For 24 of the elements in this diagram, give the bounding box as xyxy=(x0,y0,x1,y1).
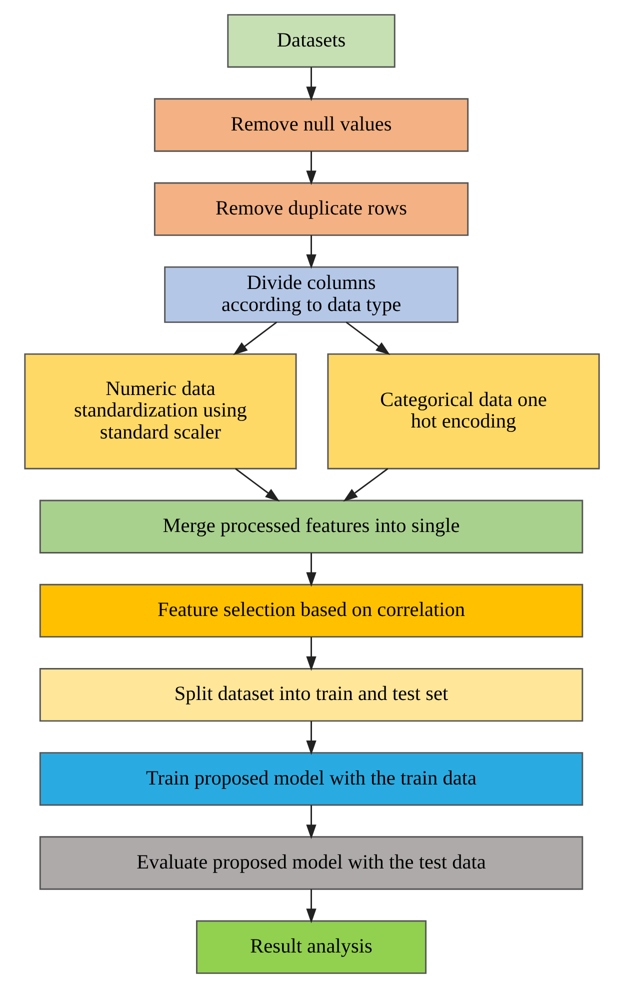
node-box: Evaluate proposed model with the test data xyxy=(38,836,583,890)
node-box: Categorical data one hot encoding xyxy=(326,352,600,469)
node-box: Numeric data standardization using standard scaler xyxy=(24,352,296,469)
node-box: Remove null values xyxy=(153,98,468,152)
node-box: Split dataset into train and test set xyxy=(38,668,583,722)
node-box: Datasets xyxy=(226,14,395,68)
arrow xyxy=(306,636,316,670)
node-box: Divide columns according to data type xyxy=(164,266,458,322)
node-box: Result analysis xyxy=(196,920,426,974)
arrow xyxy=(306,552,316,586)
node-box: Feature selection based on correlation xyxy=(38,583,583,638)
node-box: Train proposed model with the train data xyxy=(38,752,583,806)
node-box: Merge processed features into single xyxy=(38,499,583,553)
arrow xyxy=(232,321,277,355)
arrow xyxy=(306,234,316,268)
arrow xyxy=(306,66,316,101)
arrow xyxy=(234,468,280,502)
arrow xyxy=(342,468,388,502)
arrow xyxy=(306,150,316,185)
arrow xyxy=(306,888,316,923)
node-box: Remove duplicate rows xyxy=(153,182,468,236)
arrow xyxy=(306,804,316,839)
arrow xyxy=(345,321,390,355)
arrow xyxy=(306,720,316,754)
